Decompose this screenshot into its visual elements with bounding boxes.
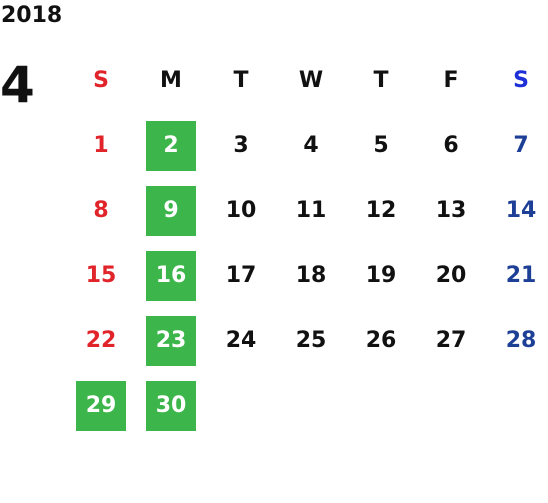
day-number: 1 xyxy=(93,133,109,158)
day-number: 16 xyxy=(146,250,196,301)
day-number: 9 xyxy=(146,185,196,236)
weekday-header-saturday: S xyxy=(513,68,529,93)
day-cell: 15 xyxy=(66,243,136,308)
day-number: 6 xyxy=(443,133,459,158)
day-cell: 26 xyxy=(346,308,416,373)
day-number: 14 xyxy=(505,198,537,223)
calendar-year: 2018 xyxy=(1,3,63,28)
day-cell: 24 xyxy=(206,308,276,373)
day-cell: 27 xyxy=(416,308,486,373)
weekday-header-monday: M xyxy=(160,68,182,93)
day-cell: 2 xyxy=(136,113,206,178)
empty-cell xyxy=(206,373,276,438)
weekday-header-thursday: T xyxy=(373,68,389,93)
weekday-header-wednesday: W xyxy=(298,68,324,93)
day-cell: 21 xyxy=(486,243,548,308)
day-cell: 22 xyxy=(66,308,136,373)
day-cell: 20 xyxy=(416,243,486,308)
day-number: 26 xyxy=(365,328,397,353)
day-cell: 1 xyxy=(66,113,136,178)
day-number xyxy=(216,381,266,431)
day-cell: 13 xyxy=(416,178,486,243)
day-number: 28 xyxy=(505,328,537,353)
day-number xyxy=(496,381,546,431)
day-cell: 16 xyxy=(136,243,206,308)
day-number: 30 xyxy=(146,380,196,431)
day-number: 23 xyxy=(146,315,196,366)
day-number: 24 xyxy=(225,328,257,353)
day-cell: 11 xyxy=(276,178,346,243)
day-cell: 18 xyxy=(276,243,346,308)
day-number xyxy=(356,381,406,431)
day-number: 20 xyxy=(435,263,467,288)
day-number: 18 xyxy=(295,263,327,288)
calendar-month: 4 xyxy=(0,56,35,114)
day-cell: 6 xyxy=(416,113,486,178)
empty-cell xyxy=(276,373,346,438)
empty-cell xyxy=(486,373,548,438)
day-number: 11 xyxy=(295,198,327,223)
day-cell: 14 xyxy=(486,178,548,243)
day-cell: 3 xyxy=(206,113,276,178)
day-cell: 8 xyxy=(66,178,136,243)
day-number: 12 xyxy=(365,198,397,223)
day-number: 5 xyxy=(373,133,389,158)
day-cell: 30 xyxy=(136,373,206,438)
day-number: 17 xyxy=(225,263,257,288)
day-cell: 12 xyxy=(346,178,416,243)
day-number xyxy=(286,381,336,431)
day-cell: 17 xyxy=(206,243,276,308)
day-cell: 25 xyxy=(276,308,346,373)
weekday-header-sunday: S xyxy=(93,68,109,93)
day-number: 2 xyxy=(146,120,196,171)
day-cell: 7 xyxy=(486,113,548,178)
day-number: 10 xyxy=(225,198,257,223)
day-number: 4 xyxy=(303,133,319,158)
day-cell: 19 xyxy=(346,243,416,308)
empty-cell xyxy=(346,373,416,438)
day-number: 8 xyxy=(93,198,109,223)
day-number: 29 xyxy=(76,380,126,431)
weekday-header-tuesday: T xyxy=(233,68,249,93)
day-cell: 29 xyxy=(66,373,136,438)
empty-cell xyxy=(416,373,486,438)
day-number: 7 xyxy=(513,133,529,158)
day-number: 27 xyxy=(435,328,467,353)
day-cell: 23 xyxy=(136,308,206,373)
day-number: 19 xyxy=(365,263,397,288)
day-number: 3 xyxy=(233,133,249,158)
day-number: 21 xyxy=(505,263,537,288)
weekday-header-friday: F xyxy=(443,68,459,93)
day-cell: 5 xyxy=(346,113,416,178)
day-number: 15 xyxy=(85,263,117,288)
day-number: 25 xyxy=(295,328,327,353)
day-number xyxy=(426,381,476,431)
day-number: 22 xyxy=(85,328,117,353)
day-number: 13 xyxy=(435,198,467,223)
day-cell: 4 xyxy=(276,113,346,178)
day-cell: 10 xyxy=(206,178,276,243)
day-cell: 28 xyxy=(486,308,548,373)
day-cell: 9 xyxy=(136,178,206,243)
